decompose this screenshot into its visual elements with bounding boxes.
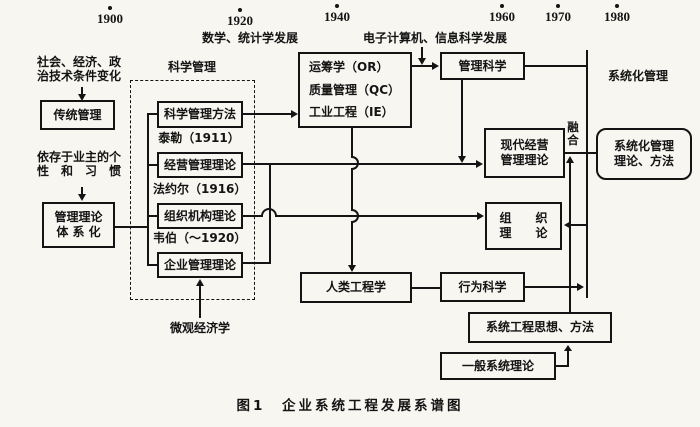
figure-caption: 图1 企业系统工程发展系谱图: [236, 398, 464, 414]
timeline-year-label: 1960: [489, 9, 515, 24]
timeline-year-label: 1980: [604, 9, 630, 24]
box-organization-structure-theory: 组织机构理论: [157, 203, 243, 229]
box-traditional-management: 传统管理: [40, 100, 115, 130]
timeline-year-1980: 1980: [587, 4, 647, 25]
box-enterprise-management-theory: 企业管理理论: [157, 252, 243, 278]
label-systemized-management: 系统化管理: [607, 69, 668, 83]
box-management-science: 管理科学: [440, 52, 525, 80]
label-weber-1920: 韦伯（～1920）: [153, 231, 247, 245]
timeline-year-1940: 1940: [307, 4, 367, 25]
box-behavioral-science: 行为科学: [440, 272, 525, 302]
timeline-dot: [108, 6, 112, 10]
box-systemized-management-theory-method: 系统化管理 理论、方法: [596, 128, 692, 180]
box-scientific-management-method: 科学管理方法: [157, 101, 243, 128]
box-systems-engineering-thought-method: 系统工程思想、方法: [468, 312, 612, 343]
timeline-dot: [500, 4, 504, 8]
timeline-year-1970: 1970: [528, 4, 588, 25]
scientific-management-group: [130, 80, 255, 300]
box-modern-business-management-theory: 现代经营 管理理论: [484, 128, 565, 178]
timeline-year-1960: 1960: [472, 4, 532, 25]
box-human-engineering: 人类工程学: [300, 272, 412, 303]
timeline-year-label: 1970: [545, 9, 571, 24]
box-organization-theory: 组 织 理 论: [485, 202, 562, 250]
label-social-economic-political-change: 社会、经济、政 治技术条件变化: [36, 55, 121, 84]
box-general-systems-theory: 一般系统理论: [440, 352, 556, 380]
timeline-year-label: 1920: [227, 13, 253, 28]
timeline-dot: [556, 4, 560, 8]
timeline-year-1920: 1920: [210, 8, 270, 29]
timeline-year-label: 1900: [97, 11, 123, 26]
label-fusion: 融 合: [567, 120, 579, 147]
label-microeconomics: 微观经济学: [169, 321, 230, 335]
timeline-dot: [615, 4, 619, 8]
label-depends-on-owner-habit: 依存于业主的个 性 和 习 惯: [36, 150, 121, 179]
box-or-qc-ie: 运筹学（OR） 质量管理（QC） 工业工程（IE）: [298, 52, 412, 128]
box-business-administration-theory: 经营管理理论: [157, 152, 243, 178]
label-scientific-management: 科学管理: [167, 60, 216, 74]
box-management-theory-systemized: 管理理论 体 系 化: [42, 202, 115, 248]
label-taylor-1911: 泰勒（1911）: [158, 131, 240, 145]
label-fayol-1916: 法约尔（1916）: [153, 182, 247, 196]
timeline-year-1900: 1900: [80, 6, 140, 27]
timeline-dot: [335, 4, 339, 8]
label-computer-information-development: 电子计算机、信息科学发展: [362, 31, 507, 45]
timeline-dot: [238, 8, 242, 12]
timeline-year-label: 1940: [324, 9, 350, 24]
label-math-statistics-development: 数学、统计学发展: [201, 31, 298, 45]
